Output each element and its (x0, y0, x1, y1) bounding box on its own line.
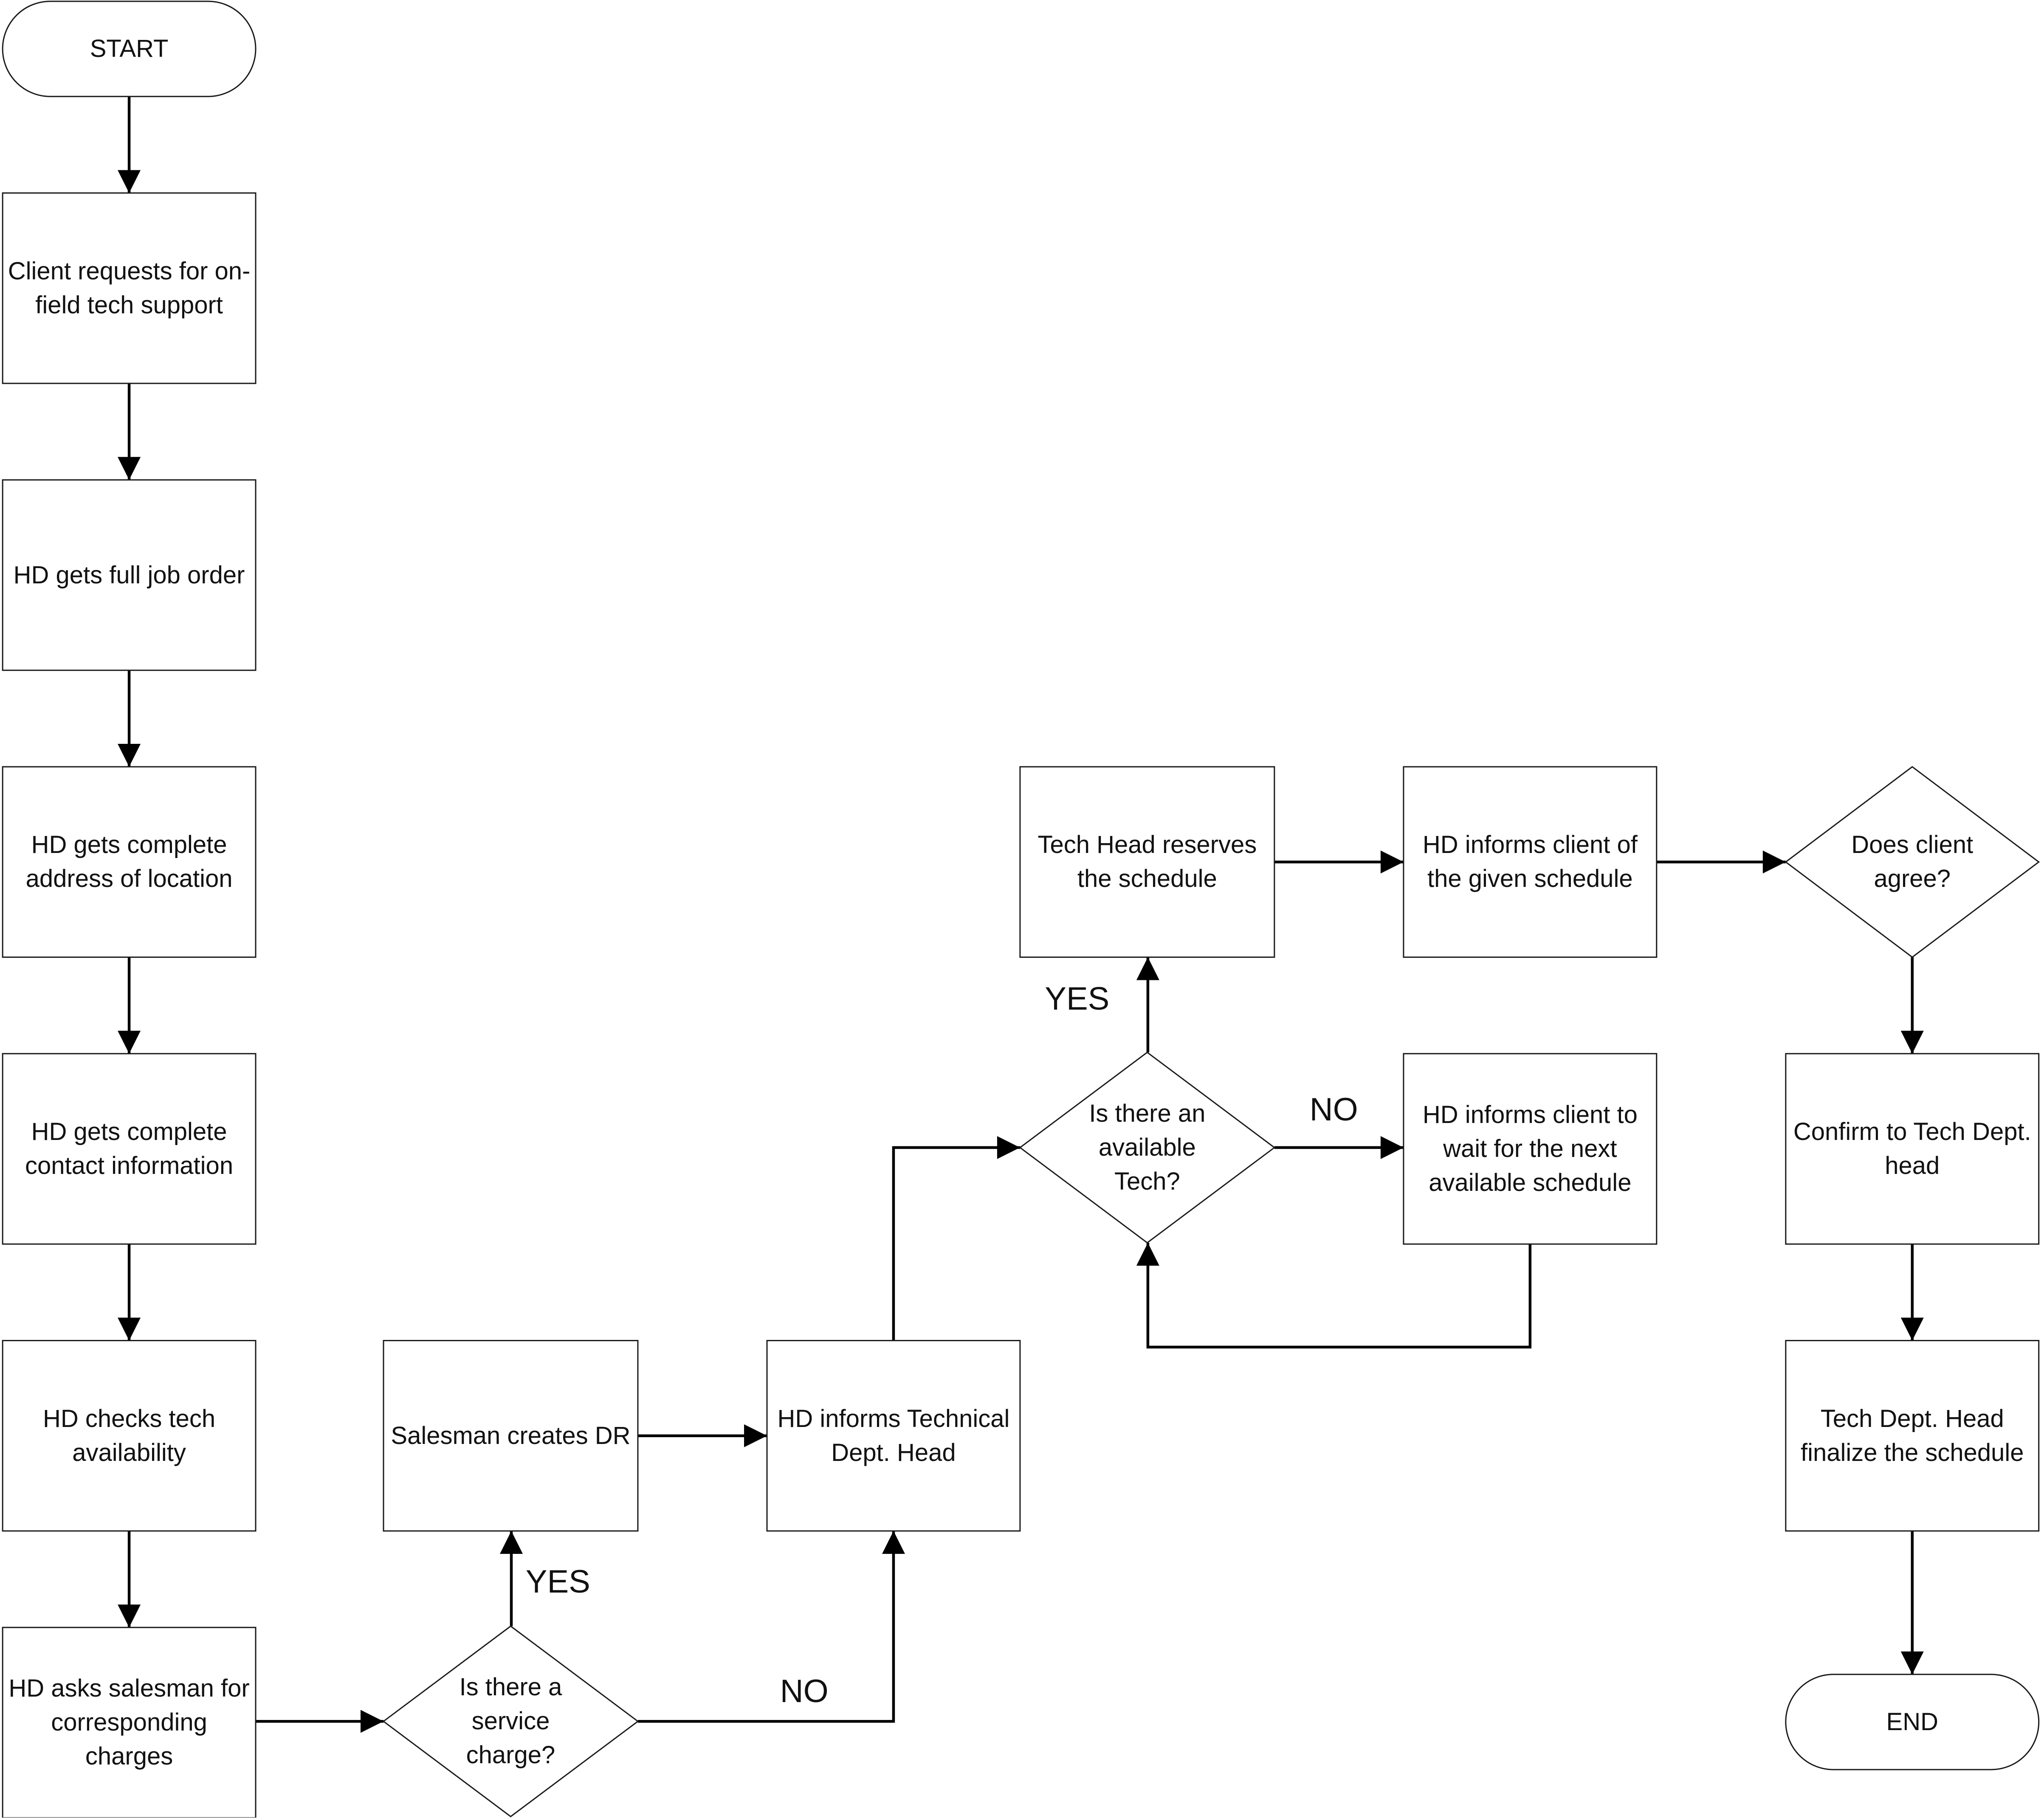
client-request-process-box (2, 192, 257, 384)
inform-tech-head-label: HD informs Technical Dept. Head (777, 1404, 1010, 1466)
contact-info-label: HD gets complete contact information (25, 1117, 234, 1179)
complete-address-process-box (2, 766, 257, 958)
complete-address-label: HD gets complete address of location (25, 831, 233, 893)
available-tech-decision-label: Is there an available Tech? (1089, 1099, 1206, 1195)
connectors (118, 96, 1924, 1733)
service-charge-no-label: NO (780, 1673, 829, 1709)
inform-client-wait-process-box (1403, 1053, 1658, 1245)
tech-head-to-available-tech-arrow (892, 1136, 1020, 1341)
end-terminal (1785, 1674, 2040, 1770)
check-availability-label: HD checks tech availability (42, 1404, 216, 1466)
tech-head-reserves-process-box (1019, 766, 1275, 958)
inform-tech-head-process-box (766, 1340, 1021, 1532)
start-terminal-label: START (90, 35, 169, 63)
inform-client-schedule-label: HD informs client of the given schedule (1422, 831, 1638, 893)
wait-loop-to-available-tech-arrow (1136, 1243, 1532, 1349)
full-job-order-process-box (2, 479, 257, 671)
client-request-label: Client requests for on-field tech suppor… (8, 257, 251, 319)
confirm-tech-head-process-box (1785, 1053, 2040, 1245)
available-tech-no-label: NO (1309, 1091, 1358, 1128)
tech-head-reserves-label: Tech Head reserves the schedule (1038, 831, 1257, 893)
service-charge-no-to-tech-head-arrow (637, 1531, 905, 1723)
service-charge-decision-diamond (382, 1625, 639, 1818)
client-agree-decision-diamond (1785, 766, 2040, 958)
finalize-schedule-label: Tech Dept. Head finalize the schedule (1800, 1404, 2024, 1466)
start-terminal (2, 0, 257, 97)
inform-client-wait-label: HD informs client to wait for the next a… (1422, 1100, 1638, 1196)
end-terminal-label: END (1886, 1708, 1938, 1736)
service-charge-yes-label: YES (525, 1563, 590, 1600)
ask-salesman-process-box (2, 1627, 257, 1818)
check-availability-process-box (2, 1340, 257, 1532)
salesman-creates-dr-label: Salesman creates DR (391, 1421, 631, 1449)
service-charge-decision-label: Is there a service charge? (459, 1673, 562, 1769)
contact-info-process-box (2, 1053, 257, 1245)
confirm-tech-head-label: Confirm to Tech Dept. head (1793, 1117, 2031, 1179)
full-job-order-label: HD gets full job order (13, 561, 245, 589)
available-tech-yes-label: YES (1045, 980, 1110, 1017)
salesman-creates-dr-process-box (383, 1340, 639, 1532)
inform-client-schedule-process-box (1403, 766, 1658, 958)
available-tech-decision-diamond (1019, 1051, 1276, 1244)
ask-salesman-label: HD asks salesman for corresponding charg… (8, 1674, 250, 1770)
client-agree-decision-label: Does client agree? (1851, 831, 1974, 893)
finalize-schedule-process-box (1785, 1340, 2040, 1532)
